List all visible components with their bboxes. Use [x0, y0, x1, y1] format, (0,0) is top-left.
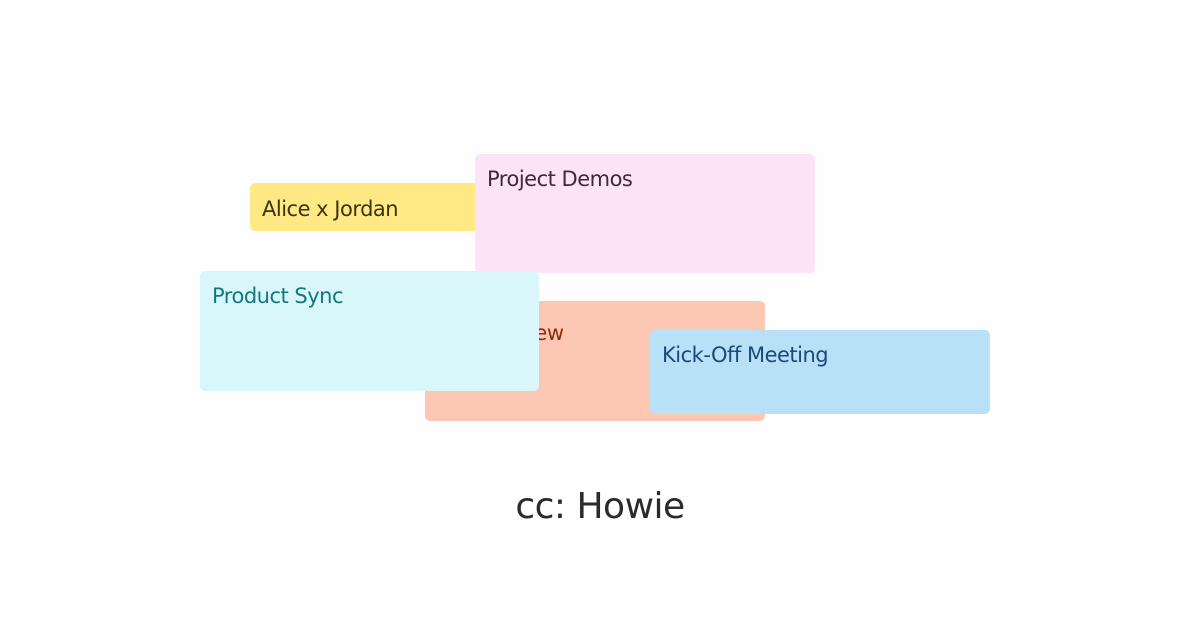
meeting-card-product-sync[interactable]: Product Sync: [200, 271, 539, 391]
meeting-card-alice-x-jordan[interactable]: Alice x Jordan: [250, 183, 490, 231]
meeting-card-title: Project Demos: [487, 167, 633, 191]
meeting-card-kick-off-meeting[interactable]: Kick-Off Meeting: [650, 330, 990, 414]
meeting-card-project-demos[interactable]: Project Demos: [475, 154, 815, 273]
meeting-card-title: Alice x Jordan: [262, 197, 399, 221]
cc-recipient-text: cc: Howie: [515, 486, 685, 527]
meeting-card-title: Product Sync: [212, 284, 344, 308]
meeting-card-title: Kick-Off Meeting: [662, 343, 829, 367]
